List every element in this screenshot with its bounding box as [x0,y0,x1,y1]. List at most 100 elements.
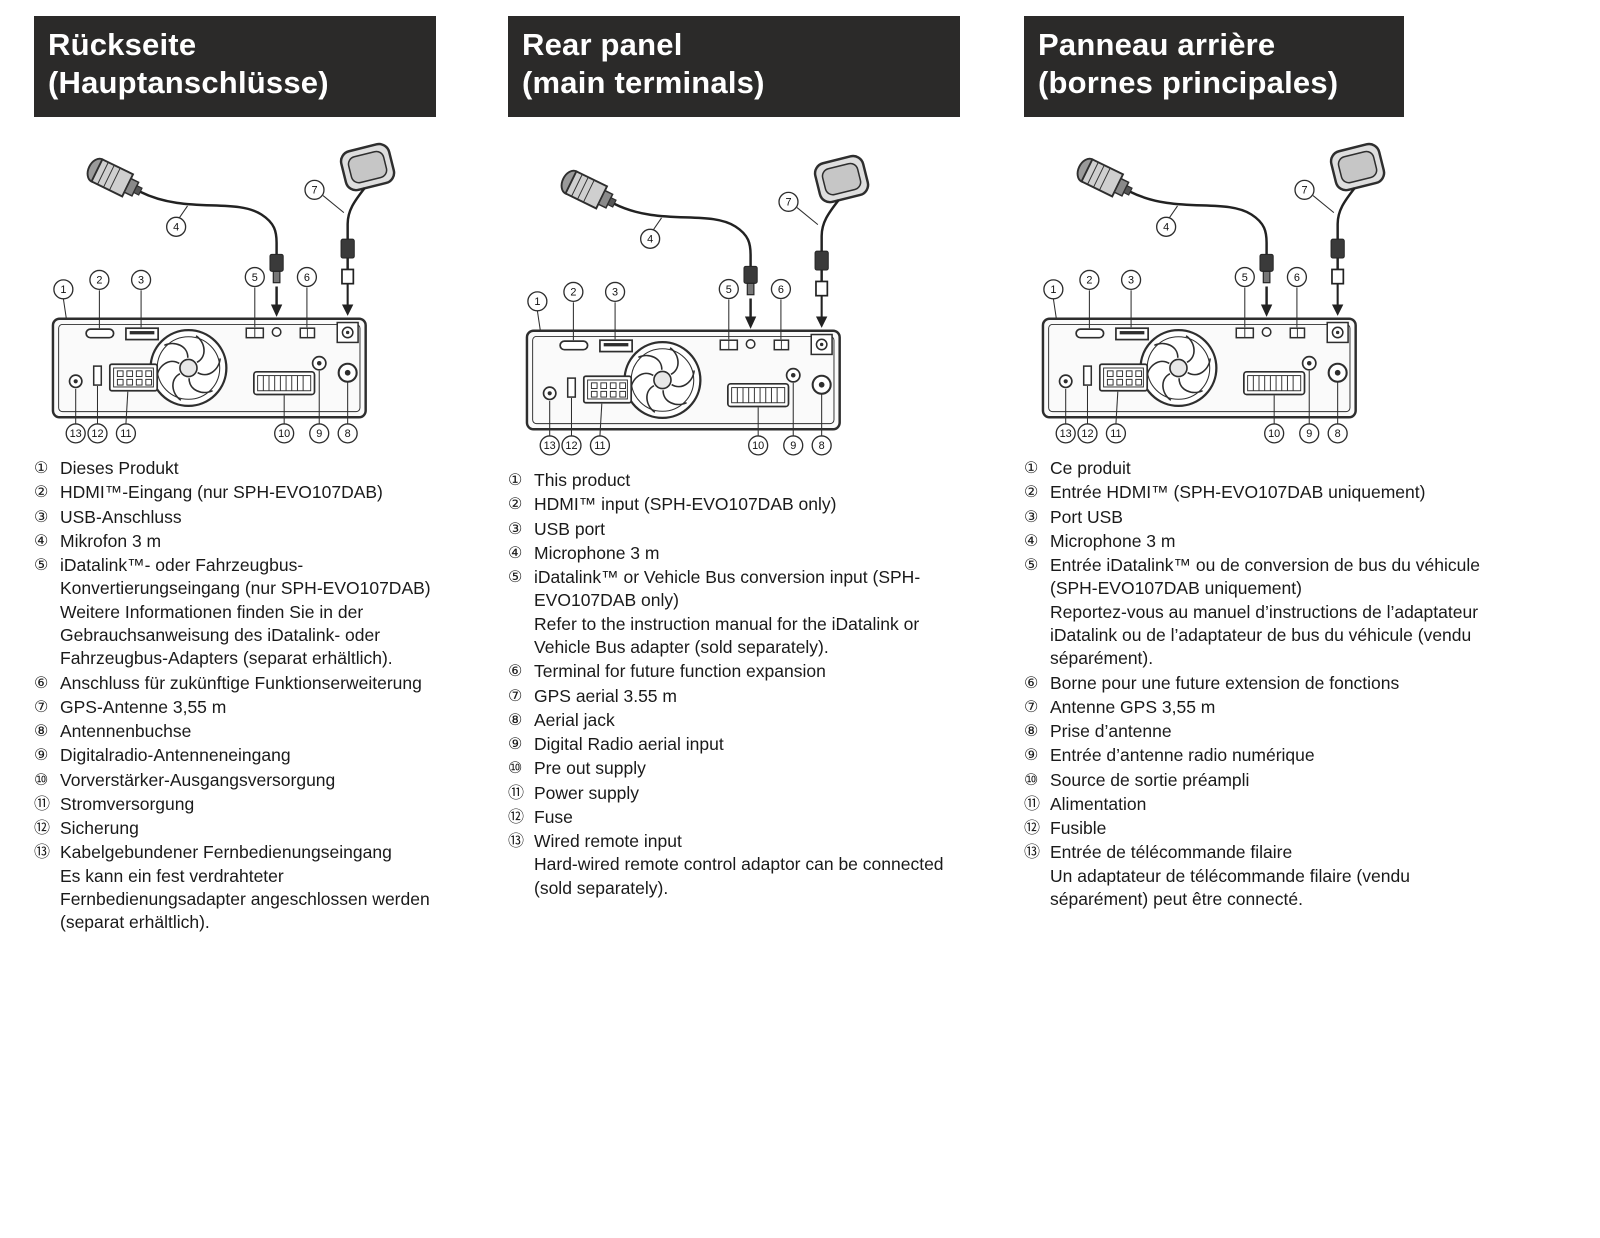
item-label: Port USB [1050,506,1123,527]
item-number: ③ [1024,508,1039,526]
legend-item: ⑦ GPS aerial 3.55 m [508,685,968,708]
item-number: ⑩ [34,771,49,789]
item-number: ⑫ [508,808,525,826]
item-label: Entrée HDMI™ (SPH-EVO107DAB uniquement) [1050,482,1426,503]
item-note: Un adaptateur de télécommande filaire (v… [1050,865,1410,909]
legend-item: ① Dieses Produkt [34,457,452,480]
item-number: ⑪ [34,795,51,813]
legend-item: ④ Mikrofon 3 m [34,530,452,553]
item-label: Entrée iDatalink™ ou de conversion de bu… [1050,555,1480,599]
legend-item: ⑫ Sicherung [34,817,452,840]
item-note: Refer to the instruction manual for the … [534,613,920,657]
item-label: Terminal for future function expansion [534,661,826,682]
column-german: Rückseite (Hauptanschlüsse) ① Dieses Pro… [34,16,452,935]
item-label: Sicherung [60,818,139,839]
legend-item: ⑫ Fuse [508,806,968,829]
legend-item: ③ USB port [508,518,968,541]
item-label: Fusible [1050,818,1107,839]
item-number: ① [1024,460,1039,478]
column-french: Panneau arrière (bornes principales) ① C… [1024,16,1494,912]
item-number: ⑫ [34,820,51,838]
item-number: ⑦ [34,698,49,716]
item-label: Power supply [534,782,640,803]
item-number: ⑪ [1024,795,1041,813]
item-label: Aerial jack [534,709,615,730]
legend-item: ② Entrée HDMI™ (SPH-EVO107DAB uniquement… [1024,481,1494,504]
item-number: ⑤ [34,557,49,575]
legend-item: ⑦ GPS-Antenne 3,55 m [34,696,452,719]
item-label: Entrée de télécommande filaire [1050,842,1293,863]
item-label: Alimentation [1050,793,1147,814]
item-number: ③ [34,508,49,526]
legend-item: ⑨ Digitalradio-Antenneneingang [34,744,452,767]
item-number: ⑧ [1024,723,1039,741]
legend-item: ⑤ iDatalink™- oder Fahrzeugbus-Konvertie… [34,554,452,670]
item-number: ① [508,472,523,490]
section-title-line2: (Hauptanschlüsse) [48,64,329,100]
section-title-line2: (main terminals) [522,64,765,100]
item-label: iDatalink™- oder Fahrzeugbus-Konvertieru… [60,555,431,599]
item-number: ④ [508,544,523,562]
columns-grid: Rückseite (Hauptanschlüsse) ① Dieses Pro… [34,16,1570,935]
section-title-line2: (bornes principales) [1038,64,1339,100]
legend-item: ⑦ Antenne GPS 3,55 m [1024,696,1494,719]
legend-item: ③ Port USB [1024,506,1494,529]
section-header-french: Panneau arrière (bornes principales) [1024,16,1404,117]
legend-english: ① This product ② HDMI™ input (SPH-EVO107… [508,469,968,900]
legend-item: ⑬ Entrée de télécommande filaire Un adap… [1024,841,1494,911]
section-title-line1: Rear panel [522,27,683,62]
section-title-line1: Panneau arrière [1038,27,1276,62]
item-number: ⑬ [34,844,51,862]
item-number: ⑧ [34,723,49,741]
legend-item: ⑩ Vorverstärker-Ausgangsversorgung [34,769,452,792]
item-number: ② [1024,484,1039,502]
legend-item: ⑪ Stromversorgung [34,793,452,816]
item-number: ① [34,460,49,478]
rear-panel-diagram-svg [508,145,906,462]
legend-item: ⑧ Aerial jack [508,709,968,732]
item-label: Mikrofon 3 m [60,530,162,551]
item-label: Ce produit [1050,458,1131,479]
item-number: ⑨ [34,747,49,765]
item-label: Entrée d’antenne radio numérique [1050,745,1315,766]
legend-item: ④ Microphone 3 m [1024,530,1494,553]
item-label: iDatalink™ or Vehicle Bus conversion inp… [534,567,921,611]
item-number: ⑬ [1024,844,1041,862]
item-label: Antennenbuchse [60,721,192,742]
item-note: Reportez-vous au manuel d’instructions d… [1050,601,1479,669]
legend-german: ① Dieses Produkt ② HDMI™-Eingang (nur SP… [34,457,452,934]
item-label: Prise d’antenne [1050,721,1172,742]
column-english: Rear panel (main terminals) ① This produ… [508,16,968,901]
rear-panel-diagram-svg [1024,133,1422,450]
item-note: Hard-wired remote control adaptor can be… [534,854,944,898]
item-number: ④ [34,532,49,550]
legend-item: ⑬ Kabelgebundener Fernbedienungseingang … [34,841,452,934]
item-label: Microphone 3 m [534,542,660,563]
item-label: Wired remote input [534,831,682,852]
item-label: Digital Radio aerial input [534,734,724,755]
rear-panel-diagram-svg [34,133,432,450]
item-label: HDMI™-Eingang (nur SPH-EVO107DAB) [60,482,383,503]
item-label: Dieses Produkt [60,458,179,479]
item-number: ⑪ [508,784,525,802]
item-note: Es kann ein fest verdrahteter Fernbedien… [60,865,430,933]
legend-item: ① This product [508,469,968,492]
item-label: GPS-Antenne 3,55 m [60,696,227,717]
section-header-german: Rückseite (Hauptanschlüsse) [34,16,436,117]
legend-item: ⑧ Prise d’antenne [1024,720,1494,743]
item-number: ② [508,496,523,514]
legend-item: ⑪ Alimentation [1024,793,1494,816]
rear-panel-diagram-french [1024,133,1494,450]
item-number: ⑫ [1024,820,1041,838]
item-number: ⑤ [508,569,523,587]
item-label: Borne pour une future extension de fonct… [1050,672,1400,693]
legend-item: ⑥ Anschluss für zukünftige Funktionserwe… [34,672,452,695]
legend-item: ⑧ Antennenbuchse [34,720,452,743]
item-label: Stromversorgung [60,793,195,814]
item-number: ⑥ [1024,674,1039,692]
item-number: ⑥ [508,663,523,681]
section-title-line1: Rückseite [48,27,197,62]
legend-item: ④ Microphone 3 m [508,542,968,565]
legend-french: ① Ce produit ② Entrée HDMI™ (SPH-EVO107D… [1024,457,1494,911]
